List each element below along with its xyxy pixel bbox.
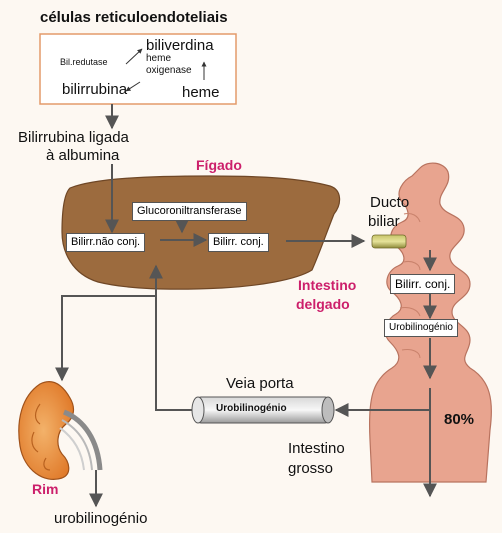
- label-biliar: biliar: [368, 214, 400, 229]
- arrow-liver-to-kidney: [62, 296, 156, 380]
- label-heme-oxigenase-2: oxigenase: [146, 66, 192, 76]
- label-a-albumina: à albumina: [46, 148, 119, 163]
- title-reticuloendothelial-cells: células reticuloendoteliais: [40, 10, 228, 25]
- label-bilirr-conj-liver: Bilirr. conj.: [208, 233, 269, 252]
- label-bilirrubina: bilirrubina: [62, 82, 127, 97]
- bile-duct: [372, 235, 406, 248]
- label-delgado: delgado: [296, 297, 350, 311]
- label-veia-porta: Veia porta: [226, 376, 294, 391]
- label-ducto: Ducto: [370, 195, 409, 210]
- label-urobilinogenio-urine: urobilinogénio: [54, 511, 147, 526]
- label-heme: heme: [182, 85, 220, 100]
- label-heme-oxigenase-1: heme: [146, 54, 171, 64]
- label-biliverdina: biliverdina: [146, 38, 214, 53]
- kidney-shape: [19, 382, 74, 480]
- label-intestino-grosso-2: grosso: [288, 461, 333, 476]
- label-urobilinogenio-vein: Urobilinogénio: [216, 404, 287, 414]
- label-intestino: Intestino: [298, 278, 356, 292]
- label-80-percent: 80%: [444, 412, 474, 427]
- label-urobilinogenio-intestine: Urobilinogénio: [384, 319, 458, 337]
- label-glucoroniltransferase: Glucoroniltransferase: [132, 202, 247, 221]
- label-bil-redutase: Bil.redutase: [60, 58, 108, 67]
- label-rim: Rim: [32, 482, 58, 496]
- label-bilirr-conj-intestine: Bilirr. conj.: [390, 274, 455, 294]
- label-intestino-grosso-1: Intestino: [288, 441, 345, 456]
- label-bilirr-nao-conj: Bilirr.não conj.: [66, 233, 145, 252]
- label-bilirrubina-ligada: Bilirrubina ligada: [18, 130, 129, 145]
- label-figado: Fígado: [196, 158, 242, 172]
